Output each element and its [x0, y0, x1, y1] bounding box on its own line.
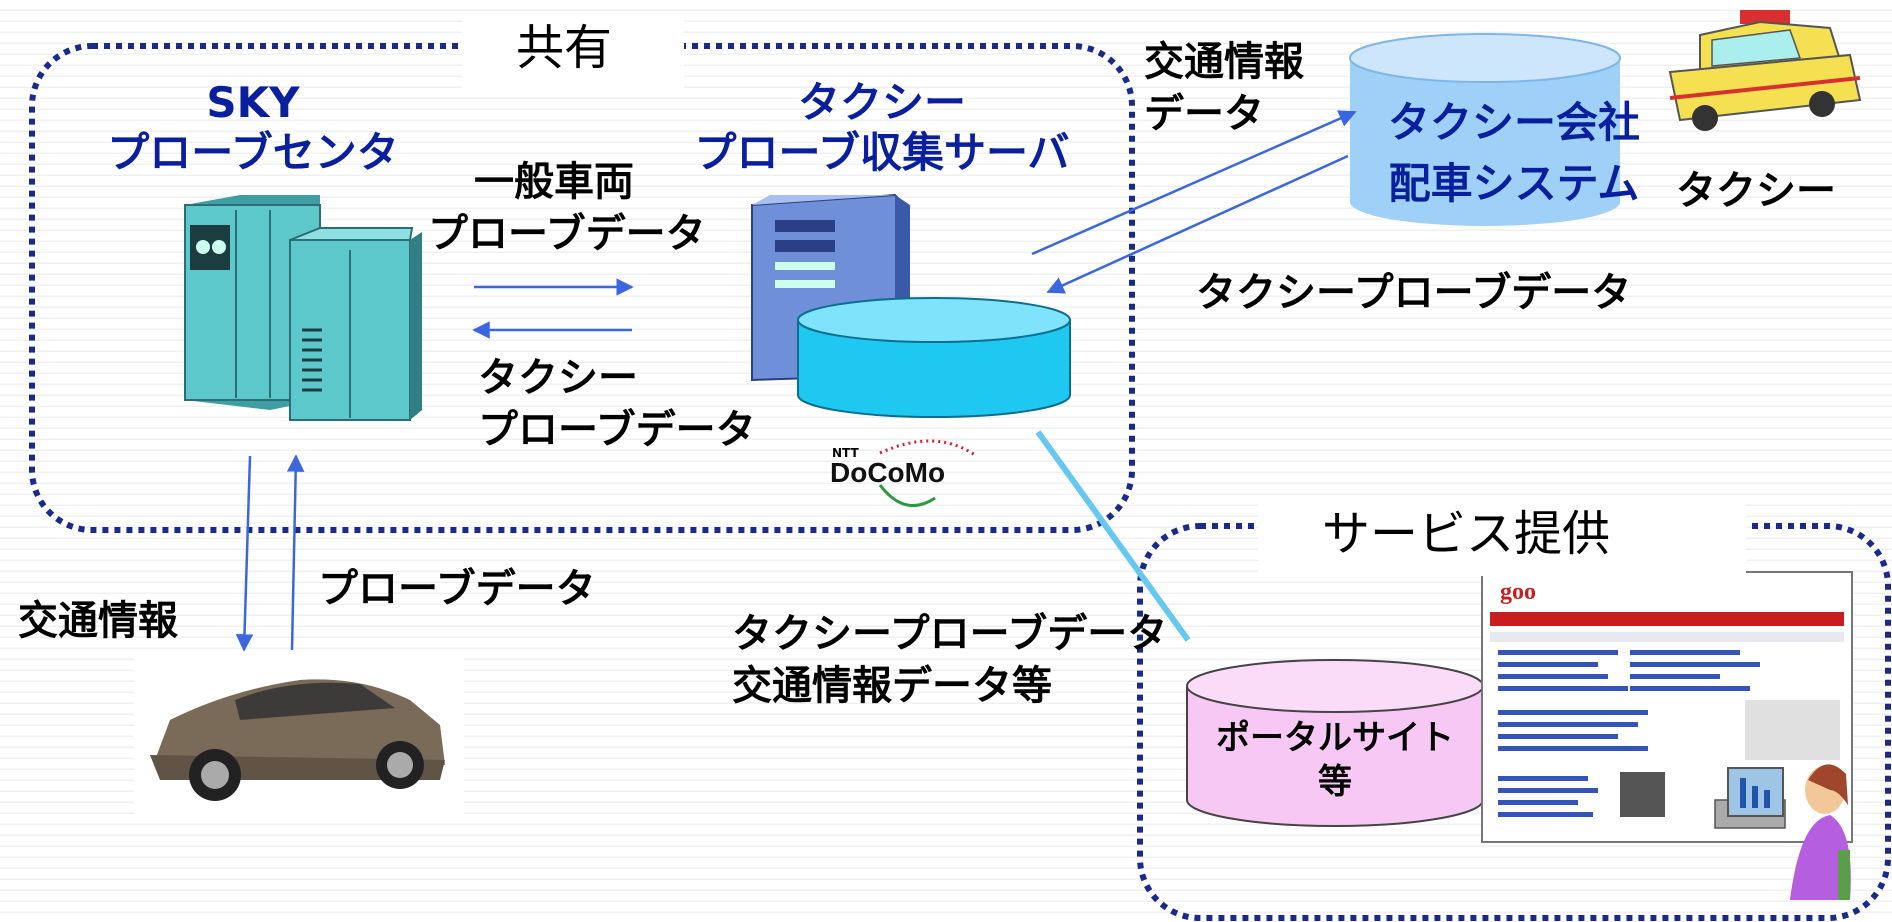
sky-probe-center-label: SKY プローブセンタ — [88, 78, 418, 177]
taxi-probe-line1: タクシー — [478, 355, 638, 401]
portal-site-line1: ポータルサイト — [1216, 718, 1454, 758]
to-portal-label: タクシープローブデータ 交通情報データ等 — [732, 608, 1167, 712]
private-car-icon — [134, 650, 464, 822]
probe-server-label: タクシー プローブ収集サーバ — [662, 78, 1102, 177]
docomo-logo-arc — [879, 439, 976, 457]
general-vehicle-line1: 一般車両 — [474, 159, 634, 205]
arrow-probe-from-car — [286, 454, 305, 651]
shared-group-title: 共有 — [516, 20, 613, 76]
taxi-probe-from-company-label: タクシープローブデータ — [1196, 270, 1632, 316]
portal-site-label: ポータルサイト 等 — [1187, 716, 1483, 804]
taxi-company-line1: タクシー会社 — [1387, 98, 1640, 147]
person-at-computer-icon — [1714, 764, 1851, 900]
arrow-taxi-probe-to-server — [1046, 154, 1349, 294]
taxi-car-icon — [1668, 10, 1862, 131]
portal-database-icon — [1186, 659, 1484, 827]
to-portal-line1: タクシープローブデータ — [732, 611, 1168, 657]
website-logo: goo — [1500, 579, 1536, 605]
to-portal-line2: 交通情報データ等 — [732, 663, 1052, 709]
sky-label-line2: プローブセンタ — [107, 127, 399, 177]
taxi-probe-line2: プローブデータ — [478, 407, 756, 453]
docomo-logo-top: NTT — [832, 446, 859, 460]
shared-group-border — [29, 43, 1135, 533]
probe-server-line1: タクシー — [797, 78, 966, 127]
service-group-title: サービス提供 — [1322, 506, 1611, 562]
arrow-traffic-info-to-taxi-company — [1031, 110, 1357, 256]
taxi-probe-to-center-label: タクシー プローブデータ — [478, 352, 756, 456]
taxi-label: タクシー — [1676, 168, 1836, 214]
taxi-company-label: タクシー会社 配車システム — [1374, 92, 1654, 215]
server-database-icon — [797, 297, 1071, 418]
probe-from-car-label: プローブデータ — [318, 566, 596, 612]
shared-title-bg — [462, 14, 684, 88]
sky-label-line1: SKY — [206, 78, 300, 127]
traffic-info-to-car-label: 交通情報 — [18, 598, 178, 644]
probe-center-machine-icon — [184, 195, 422, 421]
traffic-info-to-taxi-label: 交通情報 データ — [1144, 36, 1304, 140]
traffic-info-line2: データ — [1144, 91, 1264, 137]
arrow-traffic-info-to-car — [235, 455, 254, 652]
probe-server-line2: プローブ収集サーバ — [694, 127, 1070, 177]
docomo-logo: DoCoMo — [830, 457, 946, 488]
link-server-to-portal — [1035, 430, 1191, 642]
portal-site-line2: 等 — [1318, 762, 1352, 803]
traffic-info-line1: 交通情報 — [1144, 39, 1304, 85]
taxi-company-line2: 配車システム — [1388, 159, 1640, 209]
website-screenshot-icon — [1481, 571, 1853, 843]
general-vehicle-line2: プローブデータ — [428, 211, 706, 257]
general-vehicle-probe-label: 一般車両 プローブデータ — [428, 156, 706, 260]
taxi-company-database-icon — [1349, 33, 1621, 226]
docomo-logo-swoosh — [878, 484, 936, 507]
service-title-bg — [1258, 500, 1746, 576]
